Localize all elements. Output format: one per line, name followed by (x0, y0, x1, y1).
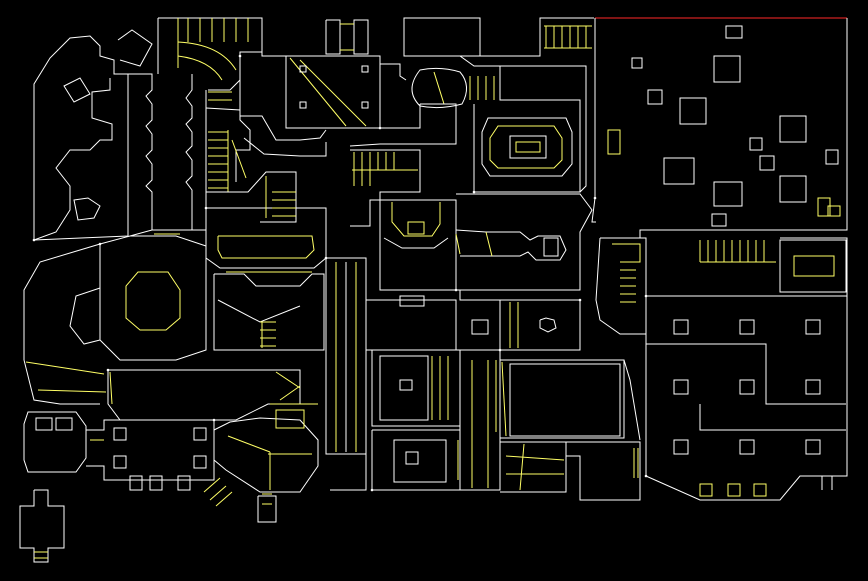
inner-rooms (350, 149, 593, 351)
southwest-rooms (19, 403, 319, 563)
stadium-room (473, 65, 587, 193)
stair-block-north (157, 17, 263, 101)
vertex-markers (32, 54, 648, 492)
southern-rooms (371, 349, 641, 501)
octagon-hall-west (23, 235, 207, 405)
east-wing (595, 237, 848, 501)
oval-chamber (349, 17, 594, 147)
pillar-corridor (152, 74, 207, 235)
central-east-west-hall (107, 369, 301, 421)
north-central-rooms (205, 19, 381, 223)
grand-hall (591, 17, 848, 238)
central-complex (205, 207, 457, 491)
west-chamber (33, 29, 153, 241)
